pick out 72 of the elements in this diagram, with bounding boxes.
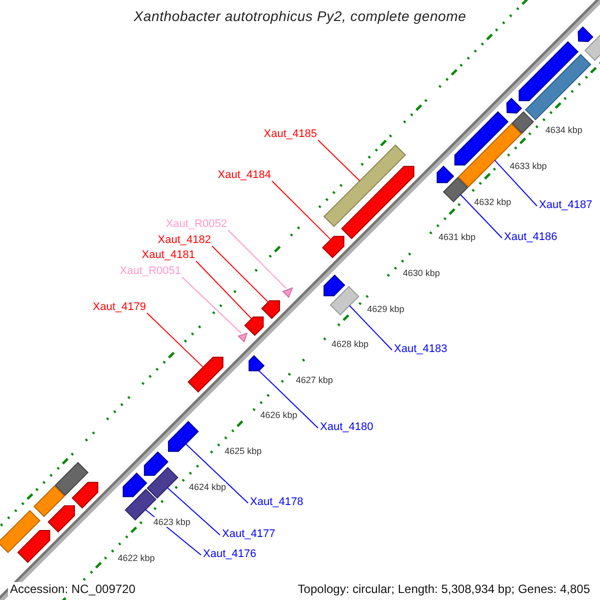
- gene-feature: [72, 482, 98, 509]
- leader-line: [460, 194, 502, 238]
- gene-feature: [248, 355, 265, 372]
- diagram-title: Xanthobacter autotrophicus Py2, complete genome: [132, 8, 468, 24]
- scale-label: 4623 kbp: [153, 517, 190, 528]
- leader-line: [494, 160, 538, 206]
- gene-feature: [506, 98, 522, 114]
- gene-feature: [442, 176, 468, 202]
- gene-label: Xaut_4177: [222, 528, 276, 541]
- gene-feature: [324, 274, 346, 296]
- leader-line: [318, 140, 360, 182]
- gene-feature: [144, 451, 168, 476]
- gene-feature: [146, 466, 178, 499]
- gene-feature: [48, 505, 75, 533]
- gene-label: Xaut_4181: [142, 249, 195, 262]
- gene-feature: [244, 316, 264, 336]
- gene-feature: [578, 26, 594, 42]
- gene-feature: [238, 332, 248, 343]
- leader-line: [182, 276, 242, 334]
- scale-label: 4628 kbp: [332, 339, 369, 350]
- gene-feature: [33, 485, 66, 518]
- gene-feature: [511, 111, 534, 134]
- leader-line: [185, 443, 248, 504]
- footer-text: Topology: circular; Length: 5,308,934 bp; Genes: 4,805: [296, 582, 592, 596]
- gene-feature: [261, 300, 280, 320]
- gene-feature: [168, 420, 199, 452]
- gene-label: Xaut_4185: [264, 128, 317, 141]
- gene-feature: [188, 356, 224, 393]
- gene-label: Xaut_4180: [320, 421, 374, 434]
- scale-label: 4626 kbp: [260, 410, 298, 420]
- leader-line: [166, 487, 220, 536]
- leader-line: [258, 370, 318, 428]
- gene-feature: [436, 166, 454, 184]
- leader-line: [272, 180, 332, 240]
- gene-label: Xaut_4183: [394, 343, 448, 356]
- leader-line: [228, 230, 287, 289]
- scale-label: 4633 kbp: [510, 160, 547, 171]
- gene-label: Xaut_4182: [158, 234, 211, 247]
- gene-feature: [122, 472, 148, 498]
- gene-label: Xaut_4179: [92, 301, 146, 314]
- gene-feature: [341, 166, 414, 240]
- gene-label: Xaut_4176: [203, 548, 256, 561]
- scale-label: 4629 kbp: [367, 304, 404, 314]
- scale-label: 4627 kbp: [296, 374, 333, 385]
- scale-label: 4631 kbp: [438, 232, 476, 242]
- scale-label: 4630 kbp: [402, 268, 440, 278]
- gene-feature: [323, 144, 406, 228]
- gene-feature: [54, 462, 89, 496]
- gene-feature: [322, 236, 344, 258]
- gene-label: Xaut_R0052: [166, 218, 227, 231]
- scale-label: 4624 kbp: [188, 482, 226, 492]
- scale-label: 4634 kbp: [545, 125, 582, 136]
- scale-label: 4632 kbp: [474, 196, 512, 207]
- gene-label: Xaut_4187: [539, 199, 592, 212]
- gene-feature: [524, 54, 592, 120]
- gene-label: Xaut_4186: [504, 231, 558, 244]
- leader-line: [349, 305, 392, 350]
- leader-line: [212, 246, 269, 303]
- gene-feature: [518, 41, 579, 102]
- leader-line: [196, 260, 252, 320]
- gene-feature: [0, 510, 40, 554]
- gene-label: Xaut_R0051: [120, 265, 181, 278]
- scale-label: 4622 kbp: [118, 553, 155, 563]
- scale-label: 4625 kbp: [224, 446, 262, 456]
- gene-feature: [17, 530, 50, 564]
- gene-label: Xaut_4178: [250, 496, 304, 509]
- gene-label: Xaut_4184: [218, 169, 271, 182]
- gene-feature: [330, 286, 360, 316]
- gene-feature: [454, 111, 509, 166]
- footer-text: Accession: NC_009720: [8, 582, 138, 596]
- gene-feature: [282, 287, 294, 298]
- leader-line: [146, 312, 204, 368]
